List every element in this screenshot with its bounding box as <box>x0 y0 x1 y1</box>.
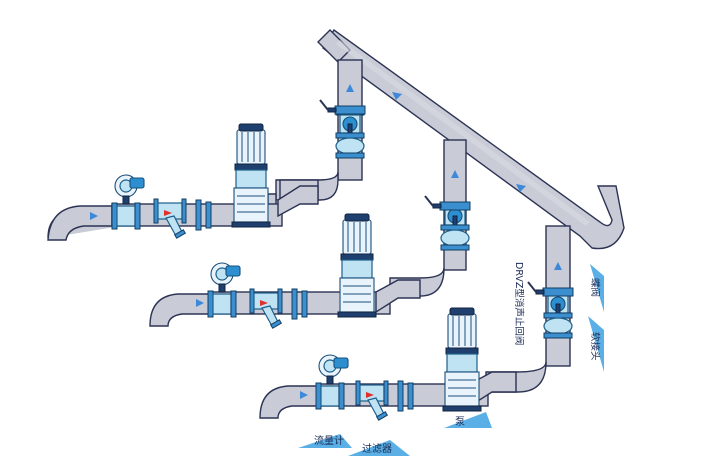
direction-arrows <box>164 210 374 398</box>
check-valve-3 <box>543 289 573 339</box>
flow-arrow <box>392 92 402 100</box>
flow-arrow <box>300 391 308 399</box>
label-soft-joint: 软接头 <box>588 316 604 372</box>
flow-arrow <box>451 170 459 178</box>
label-check-valve-text: DRVZ型消声止回阀 <box>513 262 525 345</box>
pump-1 <box>231 123 271 228</box>
flowmeter-1 <box>111 174 145 230</box>
label-pump: 泵 <box>444 412 492 428</box>
direction-arrow <box>366 392 374 398</box>
filter-1 <box>153 198 187 239</box>
label-flowmeter-text: 流量计 <box>314 434 344 447</box>
check-valve-1 <box>335 109 365 159</box>
header-pipe <box>317 28 625 250</box>
pump-2 <box>337 213 377 318</box>
flow-arrow <box>346 84 354 92</box>
flow-arrows <box>90 84 562 399</box>
direction-arrow <box>260 300 268 306</box>
label-check-valve: DRVZ型消声止回阀 <box>513 262 525 345</box>
label-soft-joint-text: 软接头 <box>589 332 601 361</box>
filter-3 <box>355 380 389 421</box>
pump-3 <box>442 307 482 412</box>
flow-arrow <box>554 262 562 270</box>
filter-2 <box>249 288 283 329</box>
direction-arrow <box>164 210 172 216</box>
flowmeter-2 <box>207 262 241 318</box>
label-filter-text: 过滤器 <box>362 442 392 455</box>
label-butterfly-valve: 蝶阀 <box>589 264 604 312</box>
flow-arrow <box>196 299 204 307</box>
flowmeter-3 <box>315 354 349 410</box>
flow-arrow <box>90 212 98 220</box>
label-butterfly-valve-text: 蝶阀 <box>589 278 601 297</box>
pump-line-2 <box>149 279 421 327</box>
label-flowmeter: 流量计 <box>298 434 352 448</box>
label-pump-text: 泵 <box>455 416 465 428</box>
flow-arrow <box>516 184 526 192</box>
label-filter: 过滤器 <box>348 440 410 456</box>
